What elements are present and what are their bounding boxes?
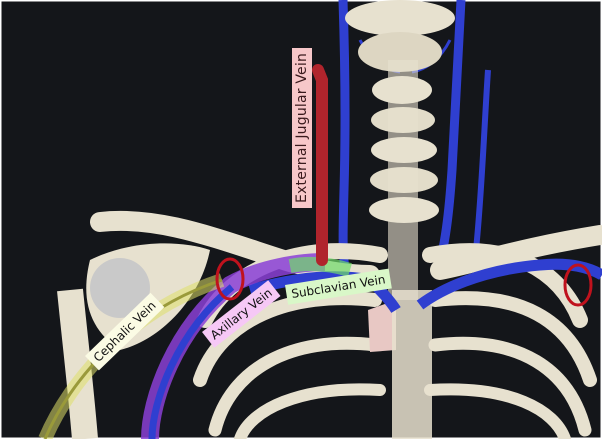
thoracic-spine	[392, 290, 432, 439]
external-jugular-vein-label: External Jugular Vein	[292, 48, 312, 208]
external-jugular-vein-highlight	[318, 70, 322, 260]
humerus-left	[70, 290, 85, 439]
internal-jugular-vein-left	[343, 0, 346, 275]
